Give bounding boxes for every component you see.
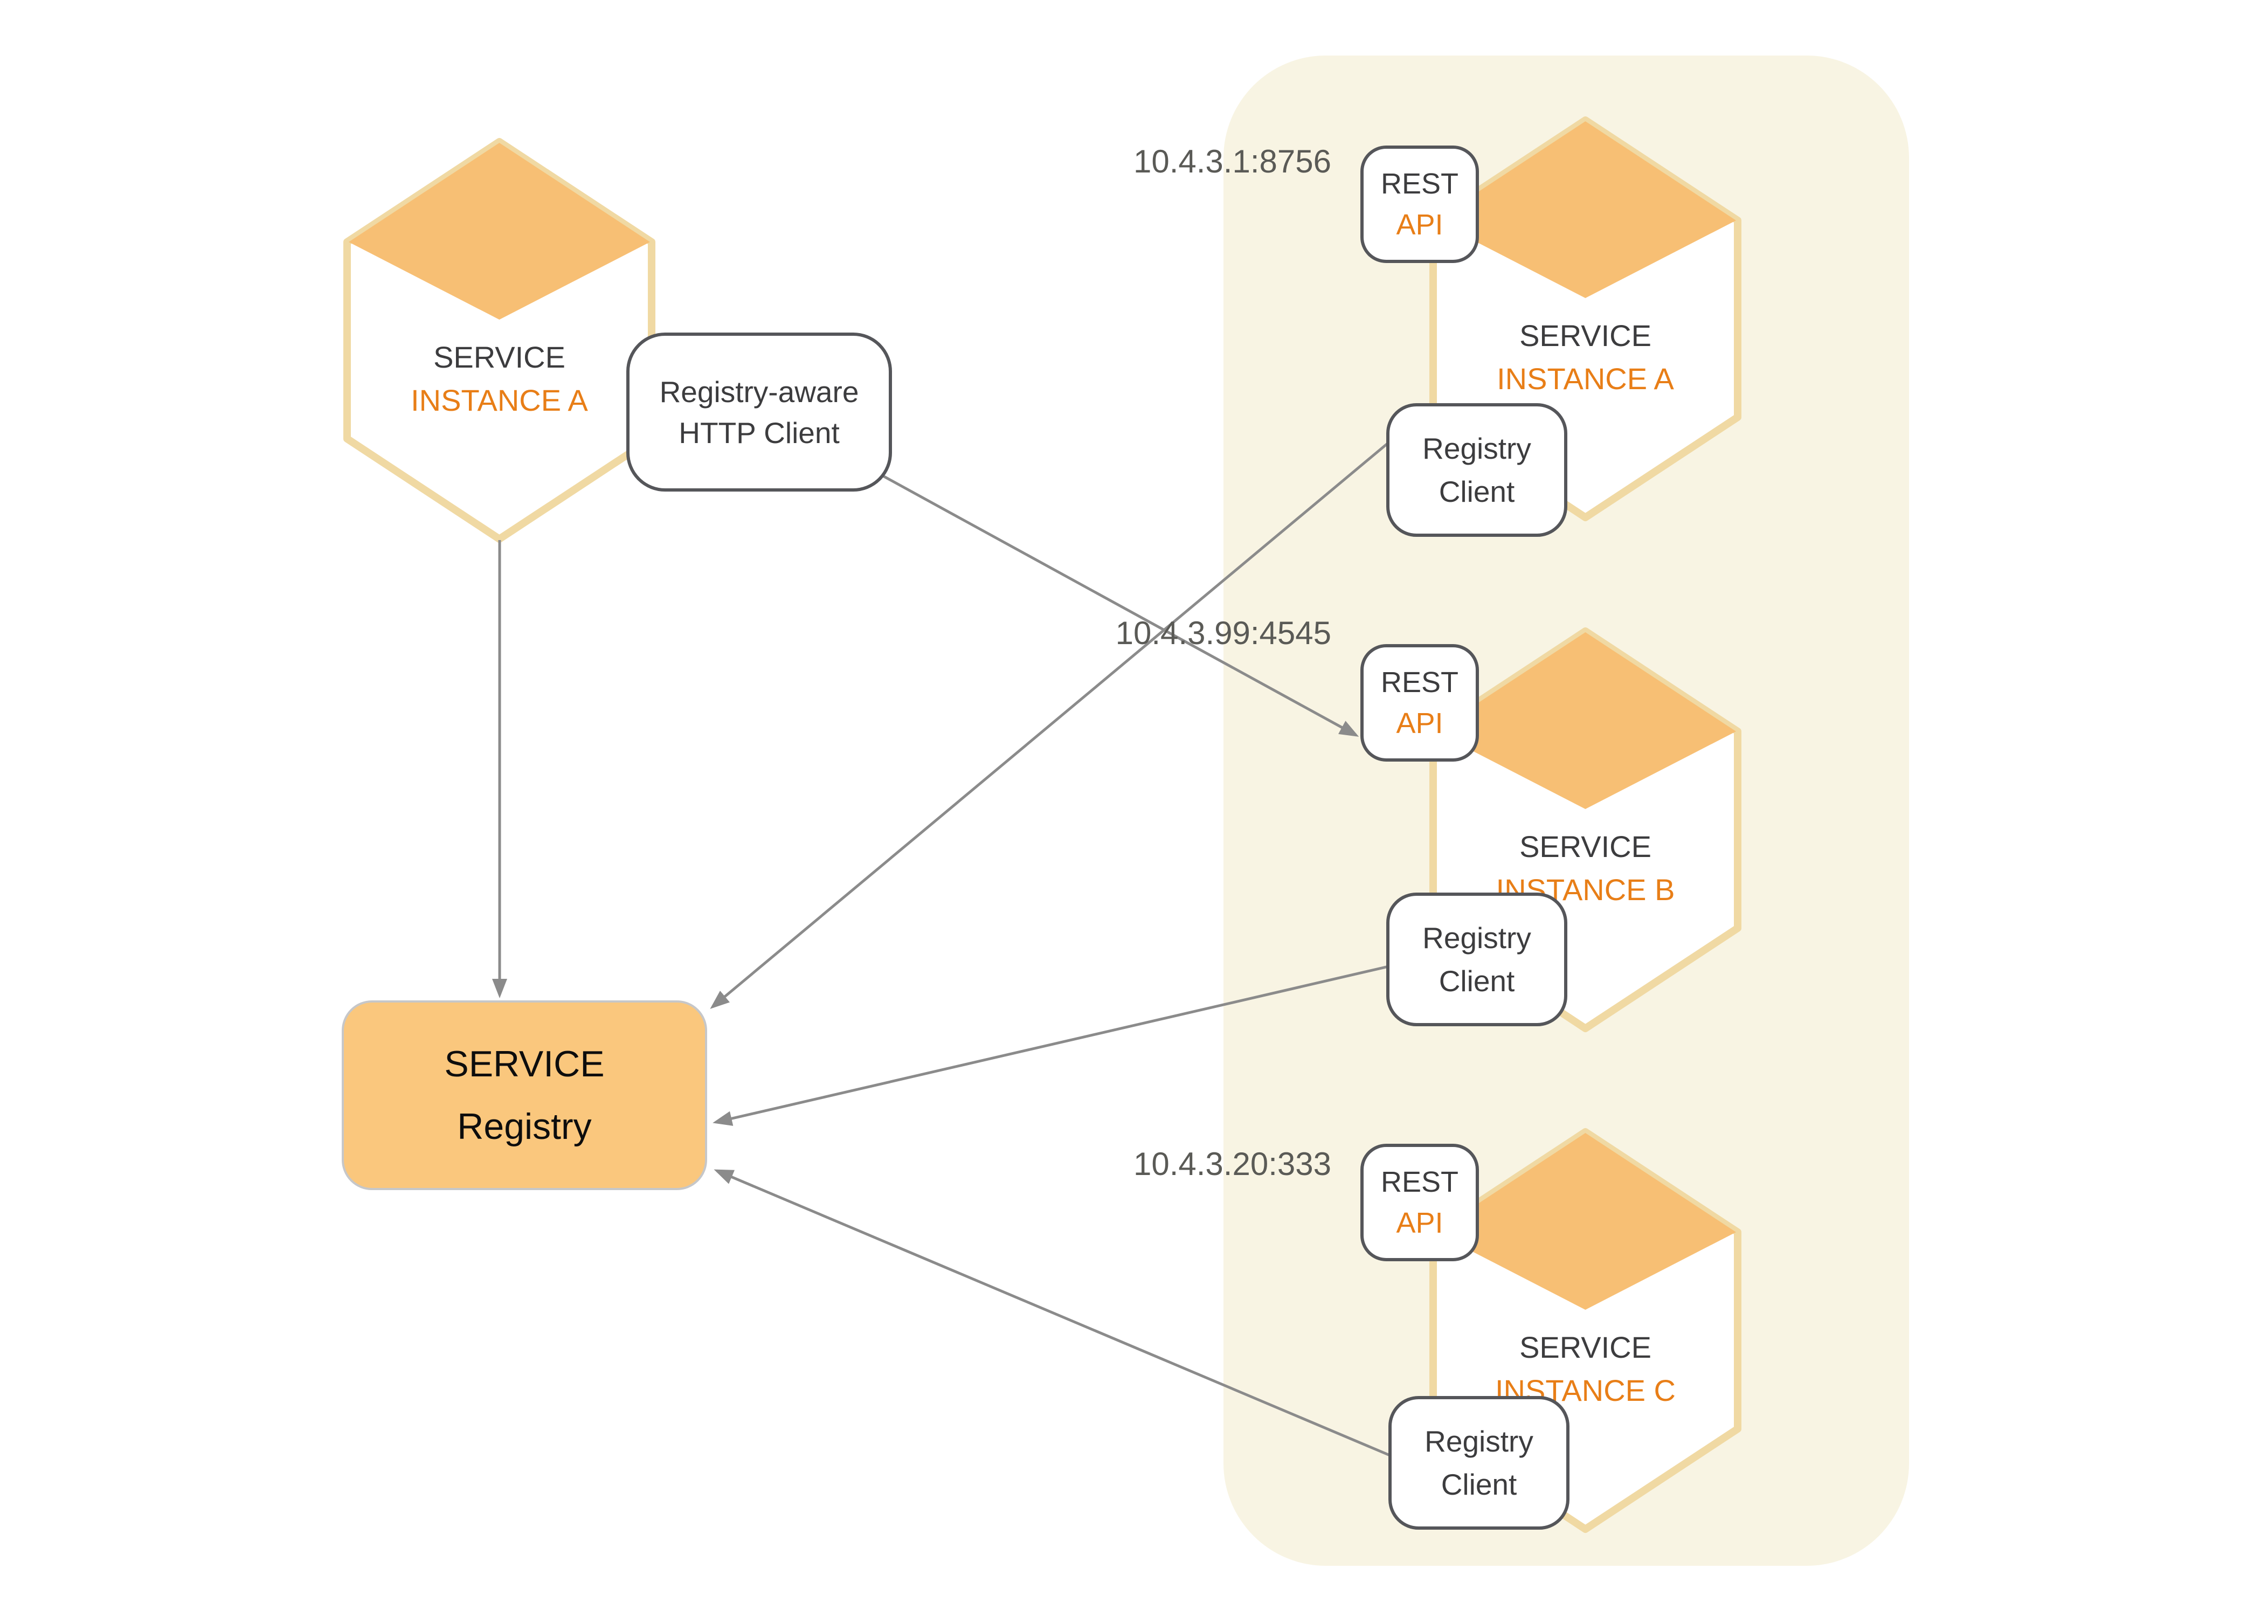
instance-c-registry-client-box: Registry Client (1388, 1396, 1569, 1530)
instance-a-registry-client-box: Registry Client (1386, 403, 1567, 537)
instance-b-rest-api-box: REST API (1360, 644, 1479, 762)
registry-client-label-line1: Registry (1425, 1425, 1533, 1458)
rest-api-label-line2: API (1396, 209, 1443, 241)
http-client-label-line1: Registry-aware (659, 375, 859, 409)
registry-client-label-line1: Registry (1422, 432, 1531, 465)
http-client-label-line2: HTTP Client (679, 416, 840, 450)
registry-client-label-line2: Client (1439, 964, 1515, 998)
service-registry-label-line1: SERVICE (444, 1043, 605, 1084)
registry-client-label-line1: Registry (1422, 921, 1531, 955)
hexagon-top-face (1435, 1133, 1736, 1310)
instance-b-address: 10.4.3.99:4545 (1115, 615, 1331, 651)
service-registry-box: SERVICE Registry (342, 1000, 707, 1190)
rest-api-label-line1: REST (1380, 1166, 1459, 1198)
registry-aware-http-client-box: Registry-aware HTTP Client (626, 333, 892, 492)
arrow-http-client-to-rest-api-b (861, 463, 1359, 737)
registry-client-label-line2: Client (1439, 475, 1515, 508)
rest-api-label-line1: REST (1380, 168, 1459, 200)
hexagon-top-face (349, 143, 650, 320)
instance-a-address: 10.4.3.1:8756 (1133, 143, 1331, 179)
rest-api-label-line1: REST (1380, 666, 1459, 699)
instance-b-registry-client-box: Registry Client (1386, 893, 1567, 1026)
arrow-registry-client-b-to-registry (713, 956, 1429, 1126)
rest-api-label-line2: API (1396, 707, 1443, 740)
rest-api-label-line2: API (1396, 1207, 1443, 1239)
arrow-registry-client-c-to-registry (714, 1169, 1423, 1471)
hexagon-service-instance-a-left (343, 138, 655, 543)
instance-c-address: 10.4.3.20:333 (1133, 1146, 1331, 1182)
registry-client-label-line2: Client (1441, 1468, 1517, 1501)
instance-c-rest-api-box: REST API (1360, 1144, 1479, 1261)
instance-a-rest-api-box: REST API (1360, 146, 1479, 263)
hexagon-top-face (1435, 632, 1736, 809)
service-registry-label-line2: Registry (457, 1106, 592, 1147)
hexagon-top-face (1435, 121, 1736, 298)
arrow-registry-client-a-to-registry (710, 413, 1424, 1009)
